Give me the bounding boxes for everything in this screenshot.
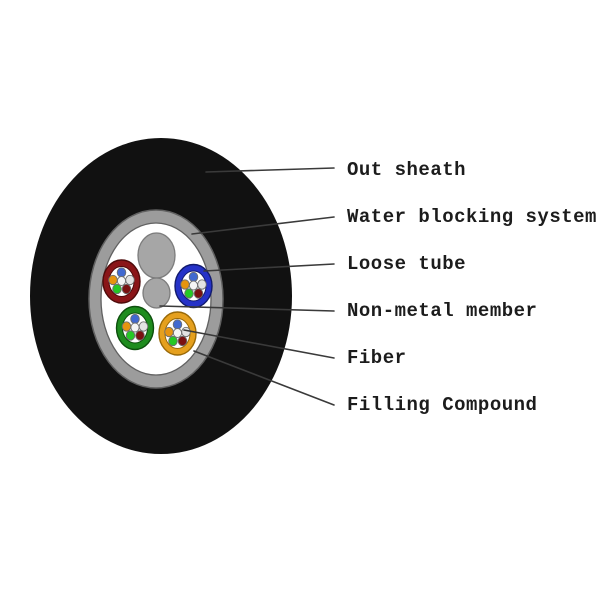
label-out-sheath: Out sheath [347,159,466,181]
fiber-dark-red [135,330,145,341]
fiber-white [125,274,135,286]
leader-line-water-blocking [191,216,335,235]
fiber-blue [188,271,199,283]
label-loose-tube: Loose tube [347,253,466,275]
fiber-orange [164,326,174,338]
fiber-white [181,326,191,338]
fiber-dark-red [121,283,132,295]
fiber-orange [180,279,190,290]
non-metal-member-small [142,277,171,309]
fiber-white [138,321,149,332]
fiber-center-white [172,328,183,338]
label-fiber: Fiber [347,347,407,369]
fiber-green [125,330,136,341]
leader-line-non-metal-member [159,305,335,312]
label-filling-compound: Filling Compound [347,394,537,416]
non-metal-member-large [137,232,176,279]
fiber-dark-red [177,335,188,347]
leader-line-fiber [183,329,335,359]
loose-tube-orange [158,311,197,356]
fiber-green [112,283,122,295]
fiber-blue [172,319,183,330]
fiber-orange [108,274,118,286]
loose-tube-red [102,259,141,304]
fiber-center-white [116,276,127,286]
fiber-center-white [188,280,199,291]
fiber-center-white [130,322,140,333]
leader-line-filling-compound [193,350,335,406]
fiber-orange [121,321,132,332]
loose-tube-green [115,305,155,351]
fiber-dark-red [193,288,204,299]
fiber-blue [116,267,127,278]
fiber-blue [130,313,140,325]
leader-line-loose-tube [203,263,335,272]
fiber-green [184,288,194,299]
leader-line-out-sheath [205,167,335,173]
label-water-blocking-system: Water blocking system [347,206,597,228]
fiber-white [197,279,207,290]
label-non-metal-member: Non-metal member [347,300,537,322]
fiber-green [168,335,178,347]
